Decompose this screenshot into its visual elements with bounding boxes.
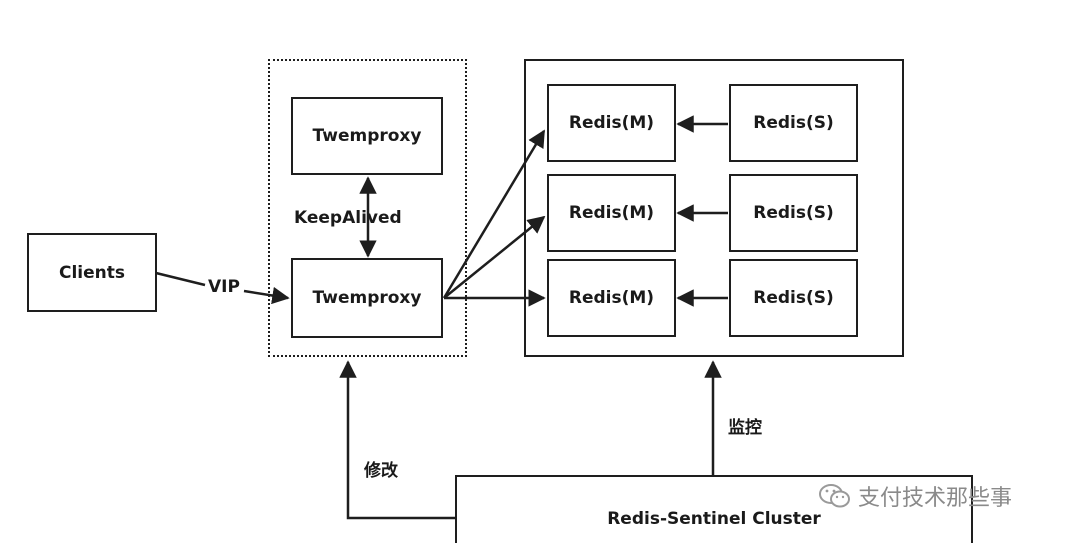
redis-cluster-group [524, 59, 904, 357]
redis-slave-2-node: Redis(S) [729, 174, 858, 252]
wechat-icon [819, 484, 850, 508]
edge-twemproxy-master-1 [442, 129, 546, 299]
clients-node: Clients [27, 233, 157, 312]
keepalived-label: KeepAlived [294, 208, 402, 228]
twemproxy-bottom-node: Twemproxy [291, 258, 443, 338]
sentinel-cluster-label: Redis-Sentinel Cluster [607, 509, 821, 529]
watermark-text: 支付技术那些事 [858, 486, 1013, 511]
sentinel-cluster-node: Redis-Sentinel Cluster [455, 475, 973, 543]
watermark: 支付技术那些事 [818, 480, 1012, 512]
monitor-label: 监控 [728, 418, 762, 438]
redis-master-3-node: Redis(M) [547, 259, 676, 337]
twemproxy-ha-group [268, 59, 467, 357]
modify-label: 修改 [364, 461, 398, 481]
vip-label: VIP [206, 277, 242, 297]
redis-slave-1-node: Redis(S) [729, 84, 858, 162]
edge-vip-twemproxy [243, 286, 290, 305]
edge-clients-vip [155, 271, 206, 287]
redis-master-1-node: Redis(M) [547, 84, 676, 162]
redis-master-2-node: Redis(M) [547, 174, 676, 252]
edge-sentinel-modify [339, 360, 455, 520]
redis-slave-3-node: Redis(S) [729, 259, 858, 337]
twemproxy-top-node: Twemproxy [291, 97, 443, 175]
edge-twemproxy-master-2 [443, 215, 546, 299]
